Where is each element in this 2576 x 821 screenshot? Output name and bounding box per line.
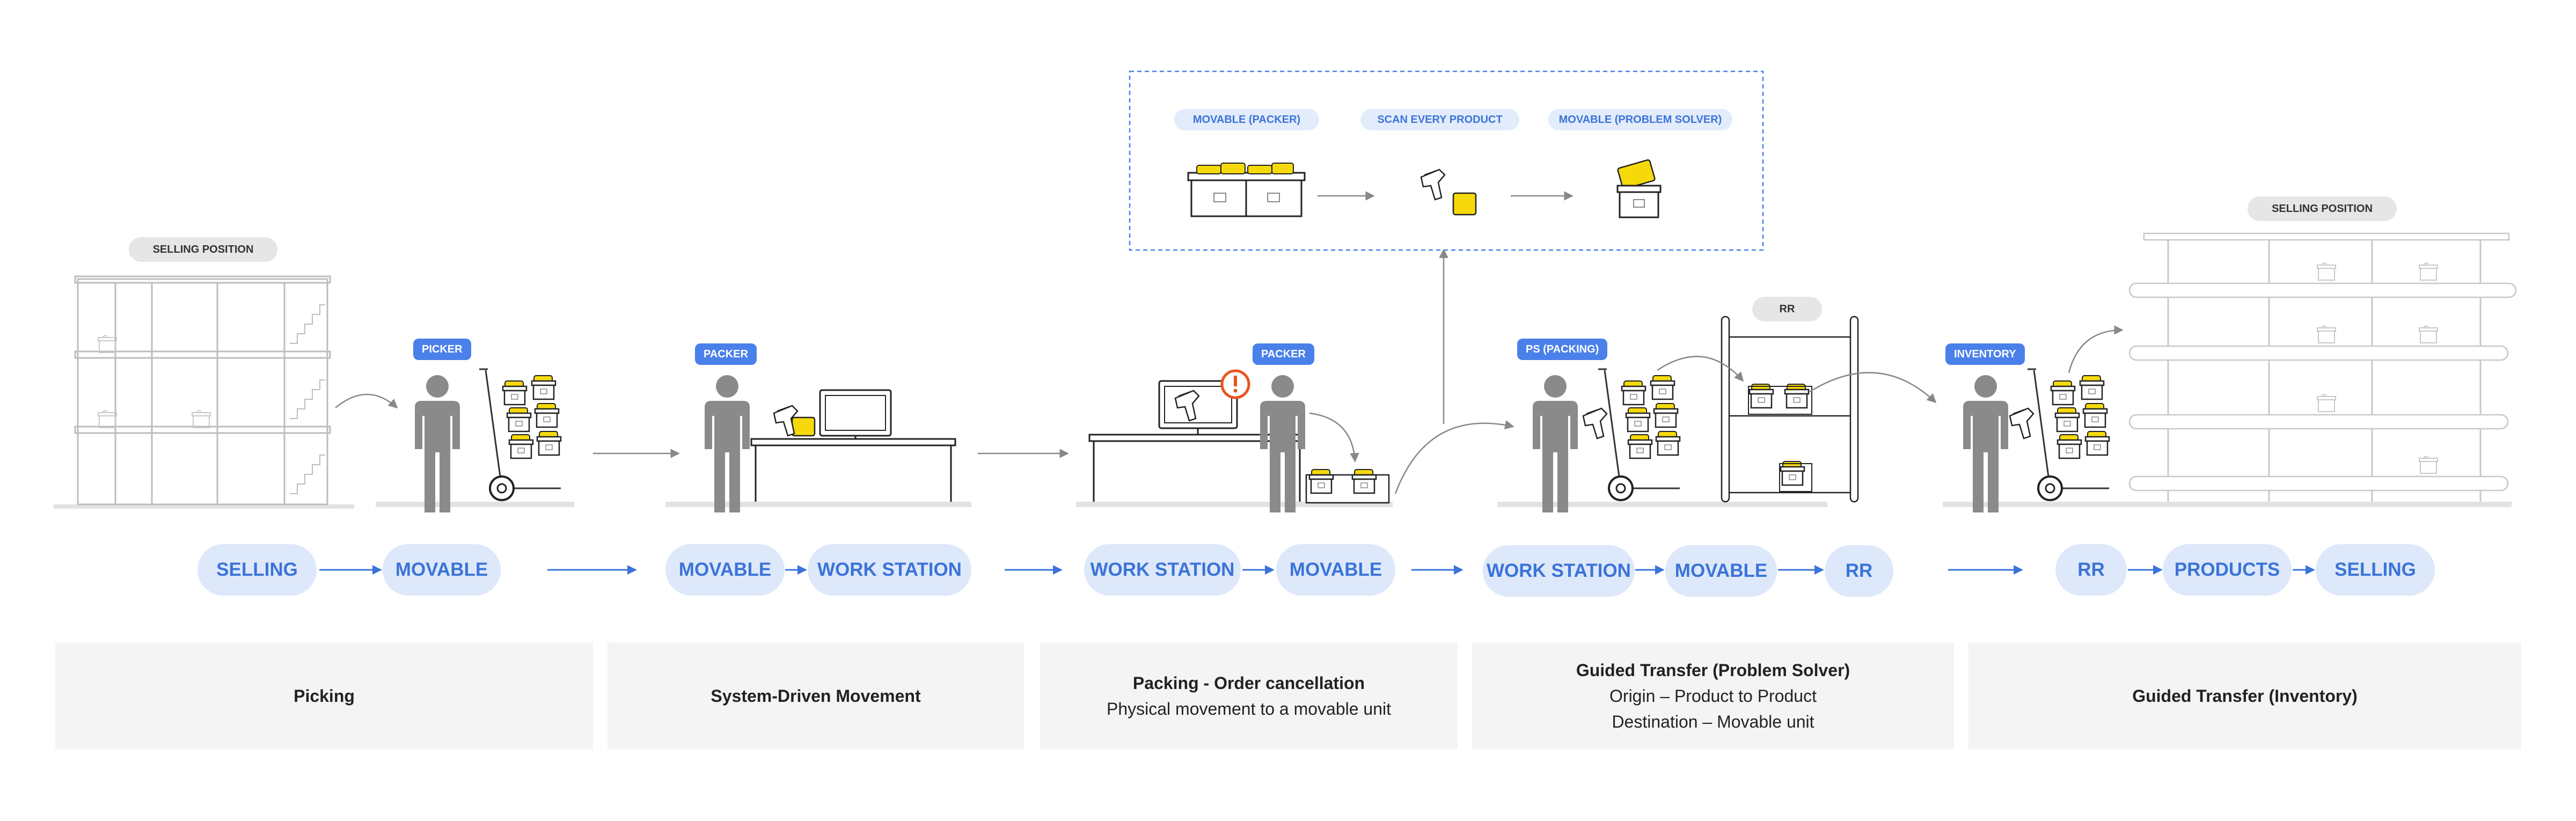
stage-note: Physical movement to a movable unit xyxy=(1106,699,1392,719)
stage-note: Origin – Product to Product xyxy=(1609,686,1817,706)
flow-4-movable: MOVABLE xyxy=(1665,545,1777,597)
ps-trolley xyxy=(1598,369,1680,500)
flow-3-movable: MOVABLE xyxy=(1276,544,1395,596)
flow-1-selling: SELLING xyxy=(197,544,317,596)
inset-movable-problem-solver-label: MOVABLE (PROBLEM SOLVER) xyxy=(1548,109,1732,130)
inventory-trolley xyxy=(2028,369,2109,500)
stage-picking: Picking xyxy=(55,642,593,750)
flow-2-movable: MOVABLE xyxy=(665,544,785,596)
stage-packing-order-cancellation: Packing - Order cancellation Physical mo… xyxy=(1040,642,1458,750)
selling-shelves xyxy=(2128,232,2517,502)
flow-1-movable: MOVABLE xyxy=(383,544,501,596)
role-ps-packing: PS (PACKING) xyxy=(1517,339,1608,360)
stage-guided-transfer-problem-solver: Guided Transfer (Problem Solver) Origin … xyxy=(1472,642,1954,750)
selling-position-label: SELLING POSITION xyxy=(129,237,277,262)
rr-shelf xyxy=(1721,316,1859,503)
packer-person-1 xyxy=(705,375,750,512)
packer-person-2 xyxy=(1260,375,1305,512)
stage-title: Guided Transfer (Inventory) xyxy=(2132,686,2358,706)
flow-4-rr: RR xyxy=(1825,545,1893,597)
flow-2-work-station: WORK STATION xyxy=(808,544,971,596)
picker-person xyxy=(415,375,460,512)
ps-packing-person xyxy=(1533,375,1578,512)
movable-boxes-stage3 xyxy=(1305,468,1390,504)
building-selling-position xyxy=(54,275,354,509)
role-inventory: INVENTORY xyxy=(1945,343,2025,365)
flow-5-selling: SELLING xyxy=(2316,544,2435,596)
flow-5-products: PRODUCTS xyxy=(2163,544,2292,596)
inset-scanner-image xyxy=(1420,168,1477,216)
picker-trolley xyxy=(479,369,561,500)
stage-guided-transfer-inventory: Guided Transfer (Inventory) xyxy=(1968,642,2521,750)
stage-title: Picking xyxy=(294,686,355,706)
inset-movable-packer-label: MOVABLE (PACKER) xyxy=(1174,109,1319,130)
stage-title: Guided Transfer (Problem Solver) xyxy=(1576,661,1850,680)
flow-5-rr: RR xyxy=(2055,544,2127,596)
inventory-person xyxy=(1963,375,2008,512)
role-packer-2: PACKER xyxy=(1253,343,1314,365)
flow-3-work-station: WORK STATION xyxy=(1084,544,1241,596)
rr-shelf-label: RR xyxy=(1752,297,1822,321)
inset-movable-packer-image xyxy=(1187,163,1306,217)
work-station-1 xyxy=(750,389,956,502)
role-picker: PICKER xyxy=(413,339,471,360)
role-packer-1: PACKER xyxy=(695,343,757,365)
problem-solver-inset xyxy=(1129,70,1764,251)
stage-note: Destination – Movable unit xyxy=(1612,712,1814,731)
flow-4-work-station: WORK STATION xyxy=(1483,545,1635,597)
stage-title: System-Driven Movement xyxy=(711,686,921,706)
inset-scan-every-product-label: SCAN EVERY PRODUCT xyxy=(1360,109,1519,130)
inset-movable-problem-solver-image xyxy=(1616,159,1662,218)
stage-title: Packing - Order cancellation xyxy=(1132,673,1365,693)
stage-system-driven-movement: System-Driven Movement xyxy=(608,642,1024,750)
selling-position-label-right: SELLING POSITION xyxy=(2248,196,2397,221)
work-station-2 xyxy=(1088,369,1305,502)
